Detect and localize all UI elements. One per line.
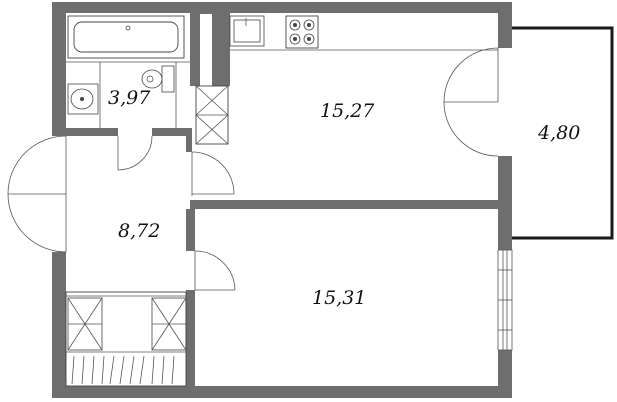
bathroom-partitions [66, 61, 190, 128]
kitchen-sink-icon [229, 15, 265, 47]
wall-left-upper [52, 2, 66, 130]
walls [52, 2, 512, 398]
wall-entrance-top [52, 130, 66, 136]
ventilation-shaft-icon [195, 85, 229, 145]
wall-hall-bedroom-upper [186, 209, 195, 251]
wall-hall-right-stub [186, 128, 192, 152]
wardrobe-hangers [71, 355, 175, 385]
wall-right-middle [498, 156, 512, 250]
wall-right-bottom [498, 350, 512, 398]
wall-bath-hall-left [66, 128, 118, 136]
toilet-icon [141, 65, 175, 93]
entrance-door[interactable] [7, 135, 67, 253]
wall-right-top [498, 2, 512, 48]
bedroom-area-label: 15,31 [312, 287, 366, 309]
hallway-area-label: 8,72 [118, 220, 160, 242]
balcony-area-label: 4,80 [537, 122, 580, 144]
bathroom-door[interactable] [117, 135, 153, 171]
wall-bath-kitchen [190, 2, 200, 86]
kitchen-door[interactable] [191, 151, 235, 196]
bathtub-icon [67, 15, 185, 59]
bathroom-area-label: 3,97 [108, 87, 151, 109]
wall-top [52, 2, 512, 13]
stove-icon [285, 15, 319, 49]
kitchen-area-label: 15,27 [320, 100, 375, 122]
wardrobe-icon [65, 291, 187, 387]
wall-left-lower [52, 252, 66, 398]
balcony-door[interactable] [443, 47, 499, 157]
balcony-outline [512, 26, 614, 240]
wall-kitchen-column [212, 2, 230, 86]
bedroom-door[interactable] [194, 250, 236, 291]
wall-kitchen-bedroom [190, 200, 498, 209]
wall-bottom [52, 386, 512, 398]
wall-bath-hall-right [152, 128, 192, 136]
wall-hall-bedroom-lower [186, 290, 195, 386]
bedroom-window [497, 249, 513, 351]
sink-icon [67, 83, 99, 115]
